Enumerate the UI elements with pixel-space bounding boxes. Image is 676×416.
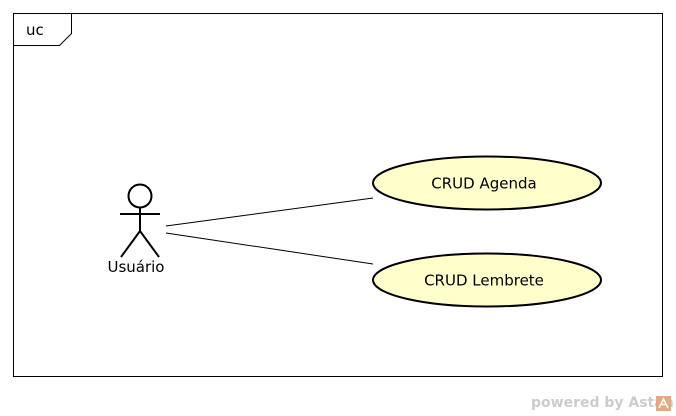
use-case-ellipse [372,155,602,211]
actor-label: Usuário [107,258,164,276]
powered-by-watermark: powered by Astah [531,395,674,411]
association-agenda [165,197,374,227]
association-lembrete [165,232,374,265]
actor-head [127,183,153,209]
astah-logo-icon [656,396,671,411]
actor-left-leg [120,230,141,258]
frame-label: uc [26,21,44,39]
actor-usuario[interactable]: Usuário [107,183,165,277]
use-case-label: CRUD Agenda [431,175,536,193]
actor-right-leg [139,230,160,258]
use-case-ellipse [372,252,602,308]
use-case-label: CRUD Lembrete [424,272,544,290]
use-case-crud-lembrete[interactable]: CRUD Lembrete [372,252,602,308]
frame-label-tab [13,13,72,46]
use-case-crud-agenda[interactable]: CRUD Agenda [372,155,602,211]
